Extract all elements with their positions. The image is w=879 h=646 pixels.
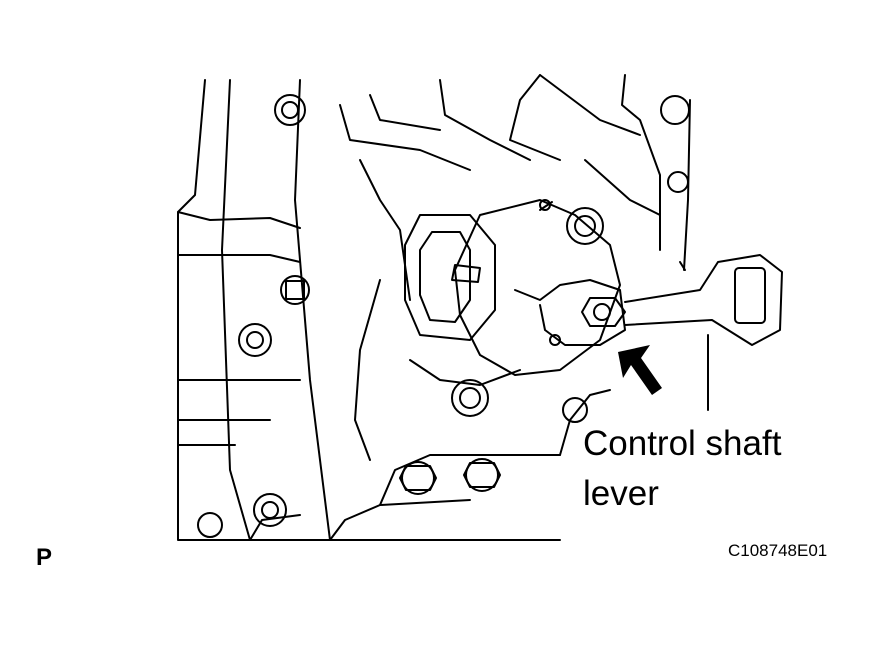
case-bolts (197, 94, 690, 538)
figure-code: C108748E01 (728, 541, 828, 560)
control-shaft-lever (514, 254, 783, 346)
callout-label-line-2: lever (583, 474, 659, 513)
transmission-case (177, 74, 691, 541)
neutral-start-switch (404, 199, 621, 376)
view-mark: P (36, 544, 53, 571)
insertion-arrow (618, 345, 662, 395)
callout-label-line-1: Control shaft (583, 424, 782, 463)
